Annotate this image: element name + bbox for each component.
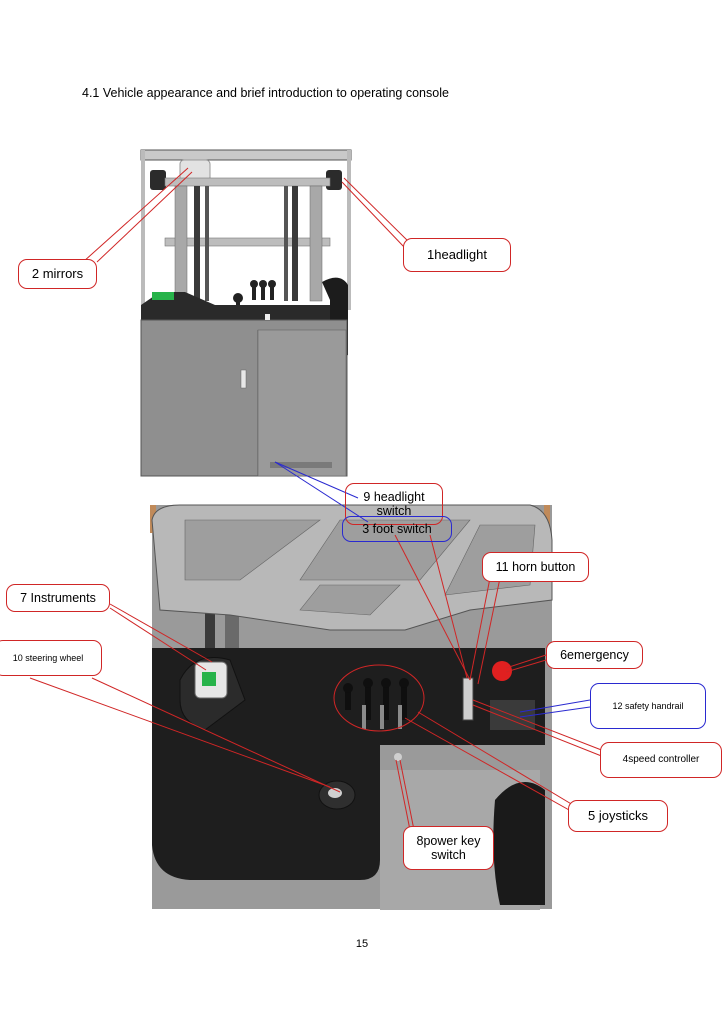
callout-headlight-switch: 9 headlight switch — [345, 483, 443, 525]
callout-foot-switch-label: 3 foot switch — [362, 521, 432, 536]
callout-steering-wheel-label: 10 steering wheel — [12, 652, 84, 663]
callout-steering-wheel: 10 steering wheel — [0, 640, 102, 676]
vehicle-front-view — [140, 149, 352, 477]
callout-emergency: 6emergency — [546, 641, 643, 669]
callout-headlight: 1headlight — [403, 238, 511, 272]
section-heading: 4.1 Vehicle appearance and brief introdu… — [82, 86, 449, 100]
callout-horn-button: 11 horn button — [482, 552, 589, 582]
callout-instruments: 7 Instruments — [6, 584, 110, 612]
callout-foot-switch: 3 foot switch — [342, 516, 452, 542]
callout-mirrors-label: 2 mirrors — [31, 265, 84, 281]
callout-joysticks-label: 5 joysticks — [588, 807, 648, 823]
callout-horn-button-label: 11 horn button — [495, 559, 576, 574]
callout-headlight-label: 1headlight — [427, 246, 487, 262]
callout-instruments-label: 7 Instruments — [20, 590, 96, 605]
callout-joysticks: 5 joysticks — [568, 800, 668, 832]
callout-safety-handrail-label: 12 safety handrail — [612, 700, 684, 711]
callout-safety-handrail: 12 safety handrail — [590, 683, 706, 729]
callout-headlight-switch-label: 9 headlight switch — [363, 490, 425, 519]
callout-emergency-label: 6emergency — [560, 647, 629, 662]
callout-power-key-switch-label: 8power key switch — [416, 833, 481, 862]
callout-mirrors: 2 mirrors — [18, 259, 97, 289]
callout-speed-controller: 4speed controller — [600, 742, 722, 778]
page-number: 15 — [355, 938, 369, 950]
callout-power-key-switch: 8power key switch — [403, 826, 494, 870]
callout-speed-controller-label: 4speed controller — [622, 754, 700, 766]
